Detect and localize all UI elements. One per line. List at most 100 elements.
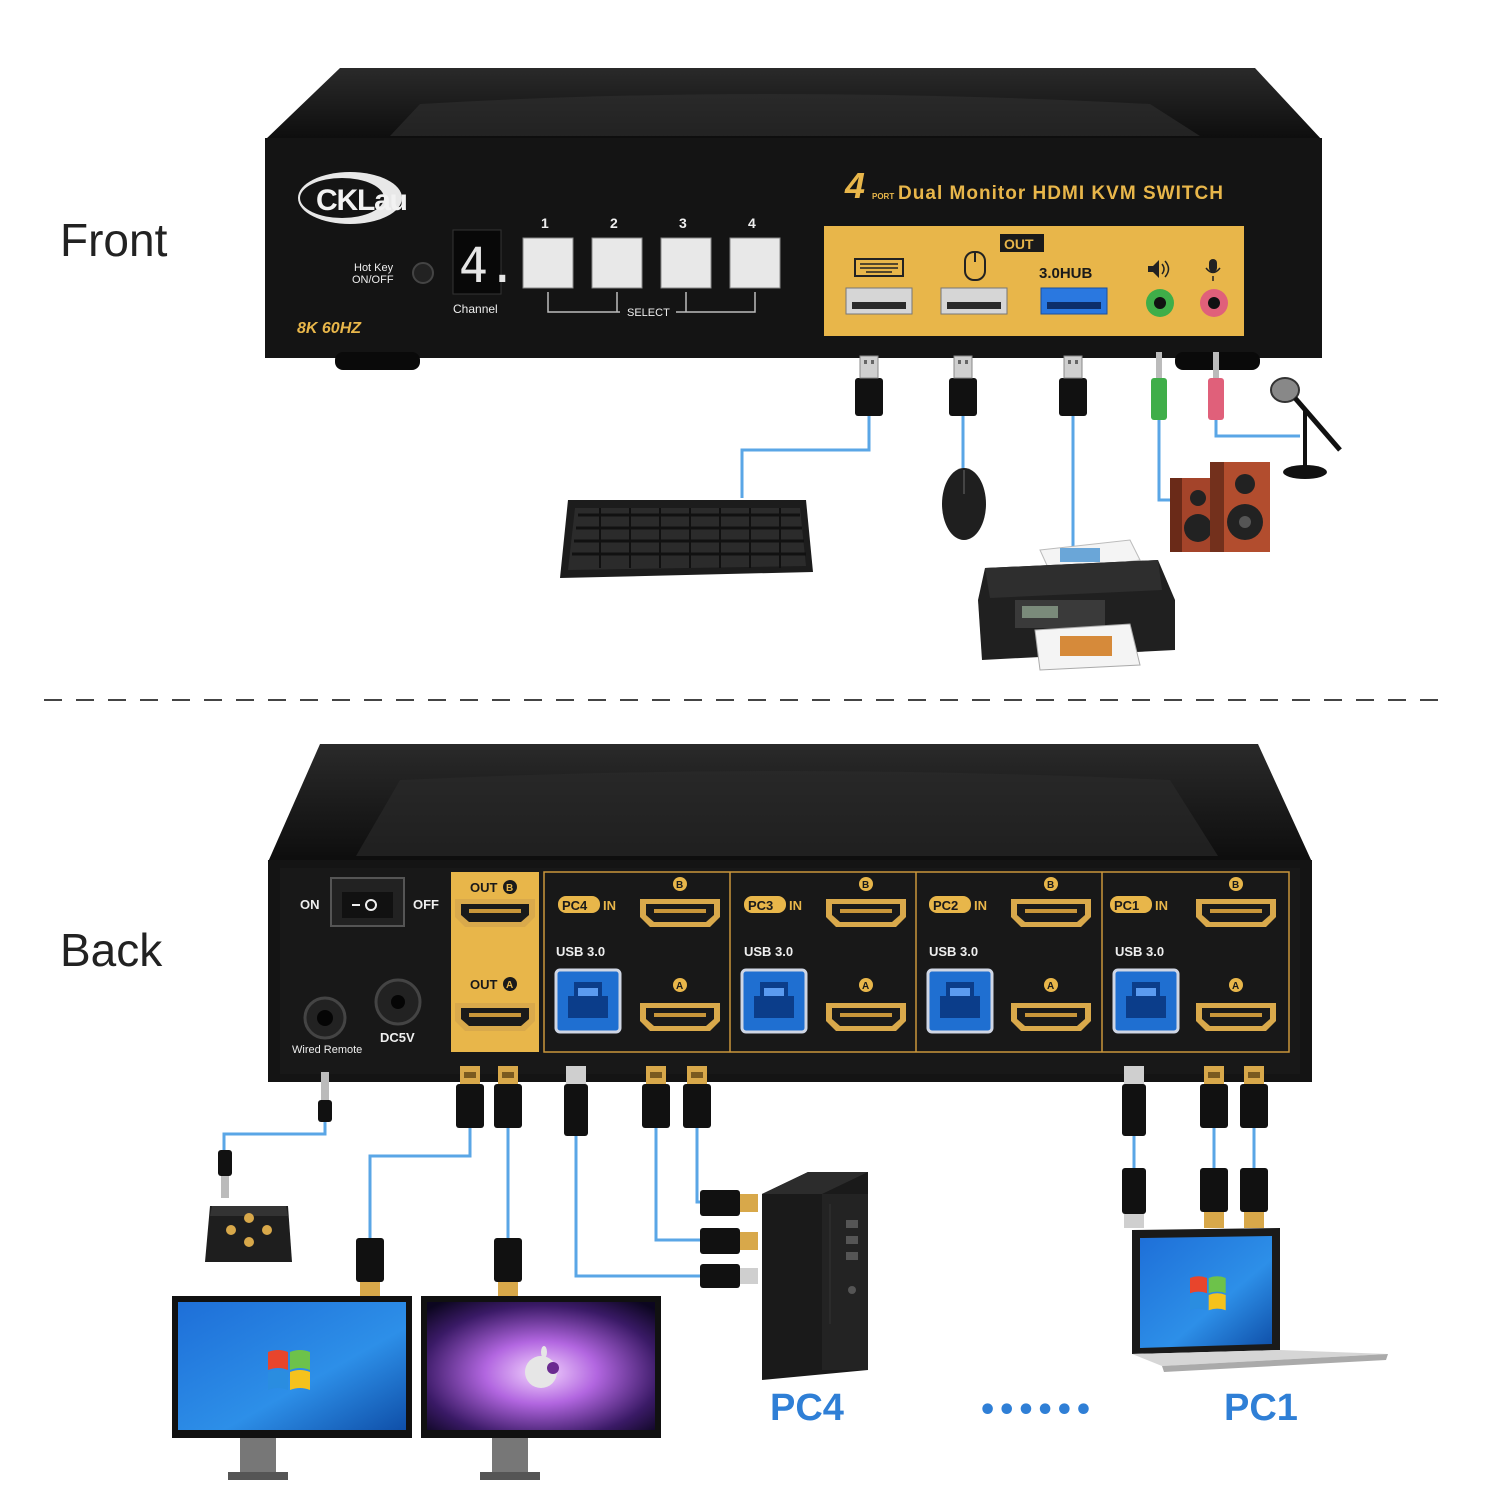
brand-text: CKLau [316,184,408,217]
usb3-hub-port [1040,287,1108,315]
pc4-input-group: PC4 IN B USB 3.0 A [554,877,720,1034]
monitor-mac [421,1296,661,1480]
hdmi-out-panel: OUT B OUT A [451,872,539,1052]
ellipsis-dots: •••••• [978,1393,1093,1428]
pc1-usb-b-port [1112,968,1180,1034]
pc3-input-group: PC3 IN B USB 3.0 A [740,877,906,1034]
pc3-a-letter: A [862,981,869,992]
hub-label: 3.0HUB [1039,265,1093,282]
pc1-hdmi-a-port [1196,1003,1276,1031]
port-word: PORT [872,192,894,201]
pc1-a-letter: A [1232,981,1239,992]
pc4-hdmi-a-port [640,1003,720,1031]
select-button-3[interactable] [660,237,712,289]
mouse-icon [964,251,986,281]
select-button-4[interactable] [729,237,781,289]
dc-power-jack [374,978,422,1026]
pc1-usb-plug [1122,1066,1146,1136]
printer-device [978,539,1175,671]
pc3-usb-b-port [740,968,808,1034]
select-buttons: 1 2 3 4 SELECT [522,215,781,319]
pc1-laptop [1132,1228,1388,1372]
port-count: 4 [844,165,865,206]
button-number-1: 1 [541,215,549,231]
select-button-2[interactable] [591,237,643,289]
microphone-device [1270,377,1342,479]
audio-out-jack [1146,289,1174,317]
pc3-usb-label: USB 3.0 [744,944,793,959]
pc2-usb-b-port [926,968,994,1034]
out-label: OUT [1004,236,1034,252]
out-b-letter: B [506,883,513,894]
pc3-hdmi-a-port [826,1003,906,1031]
out-a-label: OUT [470,977,498,992]
pc4-a-letter: A [676,981,683,992]
wired-remote-device [205,1206,292,1262]
pc2-hdmi-a-port [1011,1003,1091,1031]
pc1-label: PC1 [1224,1387,1298,1429]
power-switch[interactable] [330,877,405,927]
audio-plug-green [1151,352,1167,420]
product-title: Dual Monitor HDMI KVM SWITCH [898,183,1223,204]
brand-logo: CKLau [298,172,408,224]
dc5v-label: DC5V [380,1030,415,1045]
pc1-group-label: PC1 [1114,898,1139,913]
hotkey-label-1: Hot Key [354,262,394,274]
front-cables [740,352,1300,548]
mic-in-jack [1200,289,1228,317]
wired-remote-label: Wired Remote [292,1044,362,1056]
back-cables [218,1066,1268,1298]
pc4-in-label: IN [603,898,616,913]
channel-display [452,229,502,295]
select-button-1[interactable] [522,237,574,289]
pc1-input-group: PC1 IN B USB 3.0 A [1110,877,1276,1034]
hdmi-out-b-port [455,899,535,927]
channel-label: Channel [453,302,498,316]
channel-digit: 4. [459,238,517,294]
microphone-icon [1205,259,1221,281]
hotkey-label-2: ON/OFF [352,274,394,286]
pc4-b-letter: B [676,880,683,891]
wired-remote-jack [303,996,347,1040]
hotkey-button[interactable] [412,262,434,284]
button-number-2: 2 [610,215,618,231]
mouse-device [942,468,986,540]
keyboard-device [560,500,813,578]
pc2-group-label: PC2 [933,898,958,913]
pc2-b-letter: B [1047,880,1054,891]
resolution-label: 8K 60HZ [297,320,362,337]
pc4-usb-label: USB 3.0 [556,944,605,959]
front-out-panel: OUT 3.0HUB [824,226,1244,336]
out-a-letter: A [506,980,513,991]
select-label: SELECT [627,307,670,319]
pc2-hdmi-b-port [1011,899,1091,927]
out-b-label: OUT [470,880,498,895]
pc4-group-label: PC4 [562,898,588,913]
speakers-device [1170,462,1270,552]
pc1-b-letter: B [1232,880,1239,891]
pc1-in-label: IN [1155,898,1168,913]
pc2-usb-label: USB 3.0 [929,944,978,959]
button-number-4: 4 [748,215,756,231]
pc4-hdmi-b-port [640,899,720,927]
pc3-hdmi-b-port [826,899,906,927]
usb-port-mouse [940,287,1008,315]
power-off-label: OFF [413,897,439,912]
pc1-usb-label: USB 3.0 [1115,944,1164,959]
pc3-in-label: IN [789,898,802,913]
speaker-icon [1148,260,1170,278]
pc3-group-label: PC3 [748,898,773,913]
pc1-hdmi-b-port [1196,899,1276,927]
pc4-usb-plug [564,1066,588,1136]
front-label: Front [60,214,168,266]
monitor-windows [172,1296,412,1480]
back-label: Back [60,924,163,976]
pc2-a-letter: A [1047,981,1054,992]
pc2-input-group: PC2 IN B USB 3.0 A [926,877,1091,1034]
usb-port-keyboard [845,287,913,315]
button-number-3: 3 [679,215,687,231]
pc4-label: PC4 [770,1387,844,1429]
pc4-tower [762,1172,868,1380]
hdmi-out-a-port [455,1003,535,1031]
